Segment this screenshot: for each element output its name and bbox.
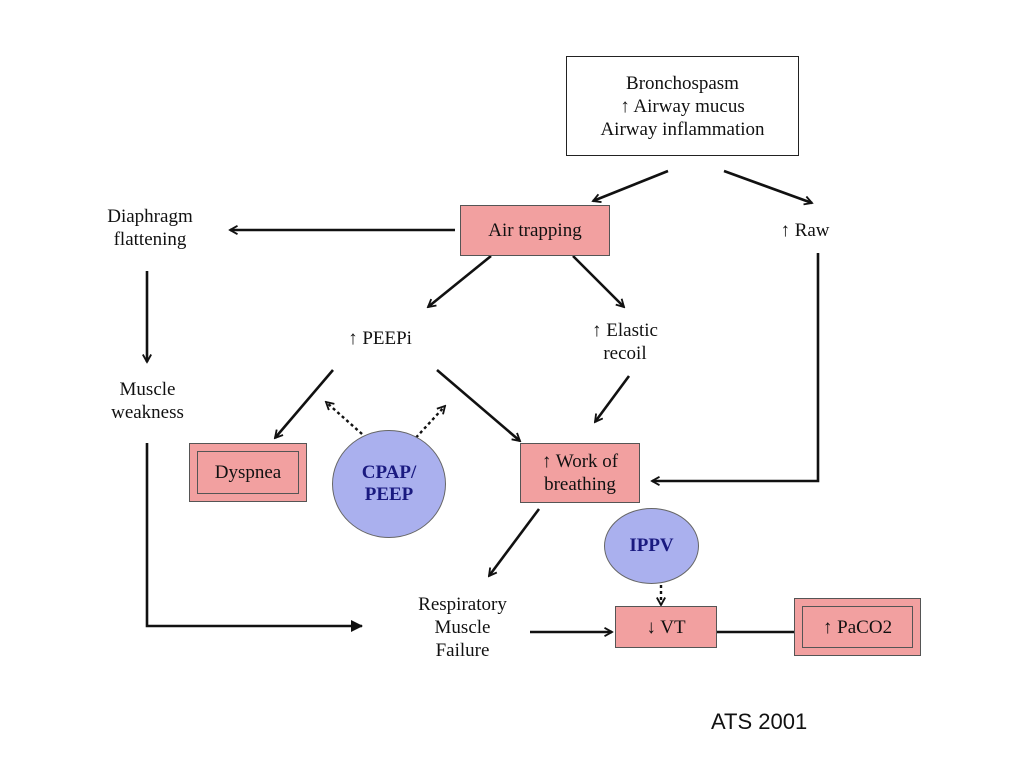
failure-line-3: Failure	[435, 640, 490, 661]
diaphragm-line-1: Diaphragm	[107, 206, 193, 227]
arrow-elastic-to-work	[595, 375, 631, 422]
diaphragm-flattening-node: Diaphragm flattening	[75, 205, 225, 251]
arrow-air-trapping-to-peepi	[428, 254, 492, 307]
ippv-label: IPPV	[629, 535, 674, 556]
vt-label: ↓ VT	[646, 616, 686, 638]
arrow-peepi-to-work	[436, 369, 520, 441]
respiratory-muscle-failure-node: Respiratory Muscle Failure	[395, 593, 530, 662]
source-credit: ATS 2001	[711, 709, 808, 734]
cpap-peep-circle: CPAP/ PEEP	[332, 430, 446, 538]
peepi-node: ↑ PEEPi	[320, 327, 440, 350]
arrow-raw-to-work	[652, 253, 820, 481]
paco2-label: ↑ PaCO2	[822, 616, 893, 638]
failure-line-1: Respiratory	[418, 594, 507, 615]
cause-airway-mucus: ↑ Airway mucus	[620, 95, 745, 117]
arrow-causes-to-air-trapping	[593, 169, 669, 201]
dyspnea-inner-frame: Dyspnea	[197, 451, 299, 494]
paco2-inner-frame: ↑ PaCO2	[802, 606, 913, 648]
causes-box: Bronchospasm ↑ Airway mucus Airway infla…	[566, 56, 799, 156]
muscle-weakness-line-2: weakness	[111, 402, 184, 423]
cpap-line-1: CPAP/	[361, 462, 417, 483]
elastic-line-2: recoil	[603, 343, 647, 364]
paco2-box: ↑ PaCO2	[794, 598, 921, 656]
air-trapping-box: Air trapping	[460, 205, 610, 256]
peepi-label: ↑ PEEPi	[348, 328, 412, 349]
work-of-breathing-box: ↑ Work of breathing	[520, 443, 640, 503]
diaphragm-line-2: flattening	[113, 229, 187, 250]
work-line-2: breathing	[544, 474, 616, 495]
elastic-line-1: ↑ Elastic	[592, 320, 658, 341]
work-line-1: ↑ Work of	[541, 451, 619, 472]
muscle-weakness-node: Muscle weakness	[85, 378, 210, 424]
cause-airway-inflammation: Airway inflammation	[600, 118, 765, 140]
raw-label: ↑ Raw	[780, 220, 830, 241]
arrow-work-to-failure	[489, 508, 541, 576]
vt-box: ↓ VT	[615, 606, 717, 648]
arrow-air-trapping-to-elastic	[572, 255, 624, 307]
dyspnea-box: Dyspnea	[189, 443, 307, 502]
arrow-muscle-weakness-to-failure	[145, 443, 363, 632]
failure-line-2: Muscle	[434, 617, 491, 638]
elastic-recoil-node: ↑ Elastic recoil	[565, 319, 685, 365]
ippv-circle: IPPV	[604, 508, 699, 584]
air-trapping-label: Air trapping	[488, 220, 582, 241]
arrow-peepi-to-dyspnea	[275, 369, 334, 438]
cpap-line-2: PEEP	[364, 484, 414, 505]
dyspnea-label: Dyspnea	[214, 462, 282, 483]
arrow-causes-to-raw	[723, 169, 812, 203]
muscle-weakness-line-1: Muscle	[119, 379, 176, 400]
cause-bronchospasm: Bronchospasm	[626, 72, 739, 94]
dotted-arrow-cpap-to-dyspnea-side	[326, 402, 372, 443]
dotted-arrow-cpap-to-peepi-side	[411, 406, 445, 443]
raw-node: ↑ Raw	[755, 219, 855, 242]
